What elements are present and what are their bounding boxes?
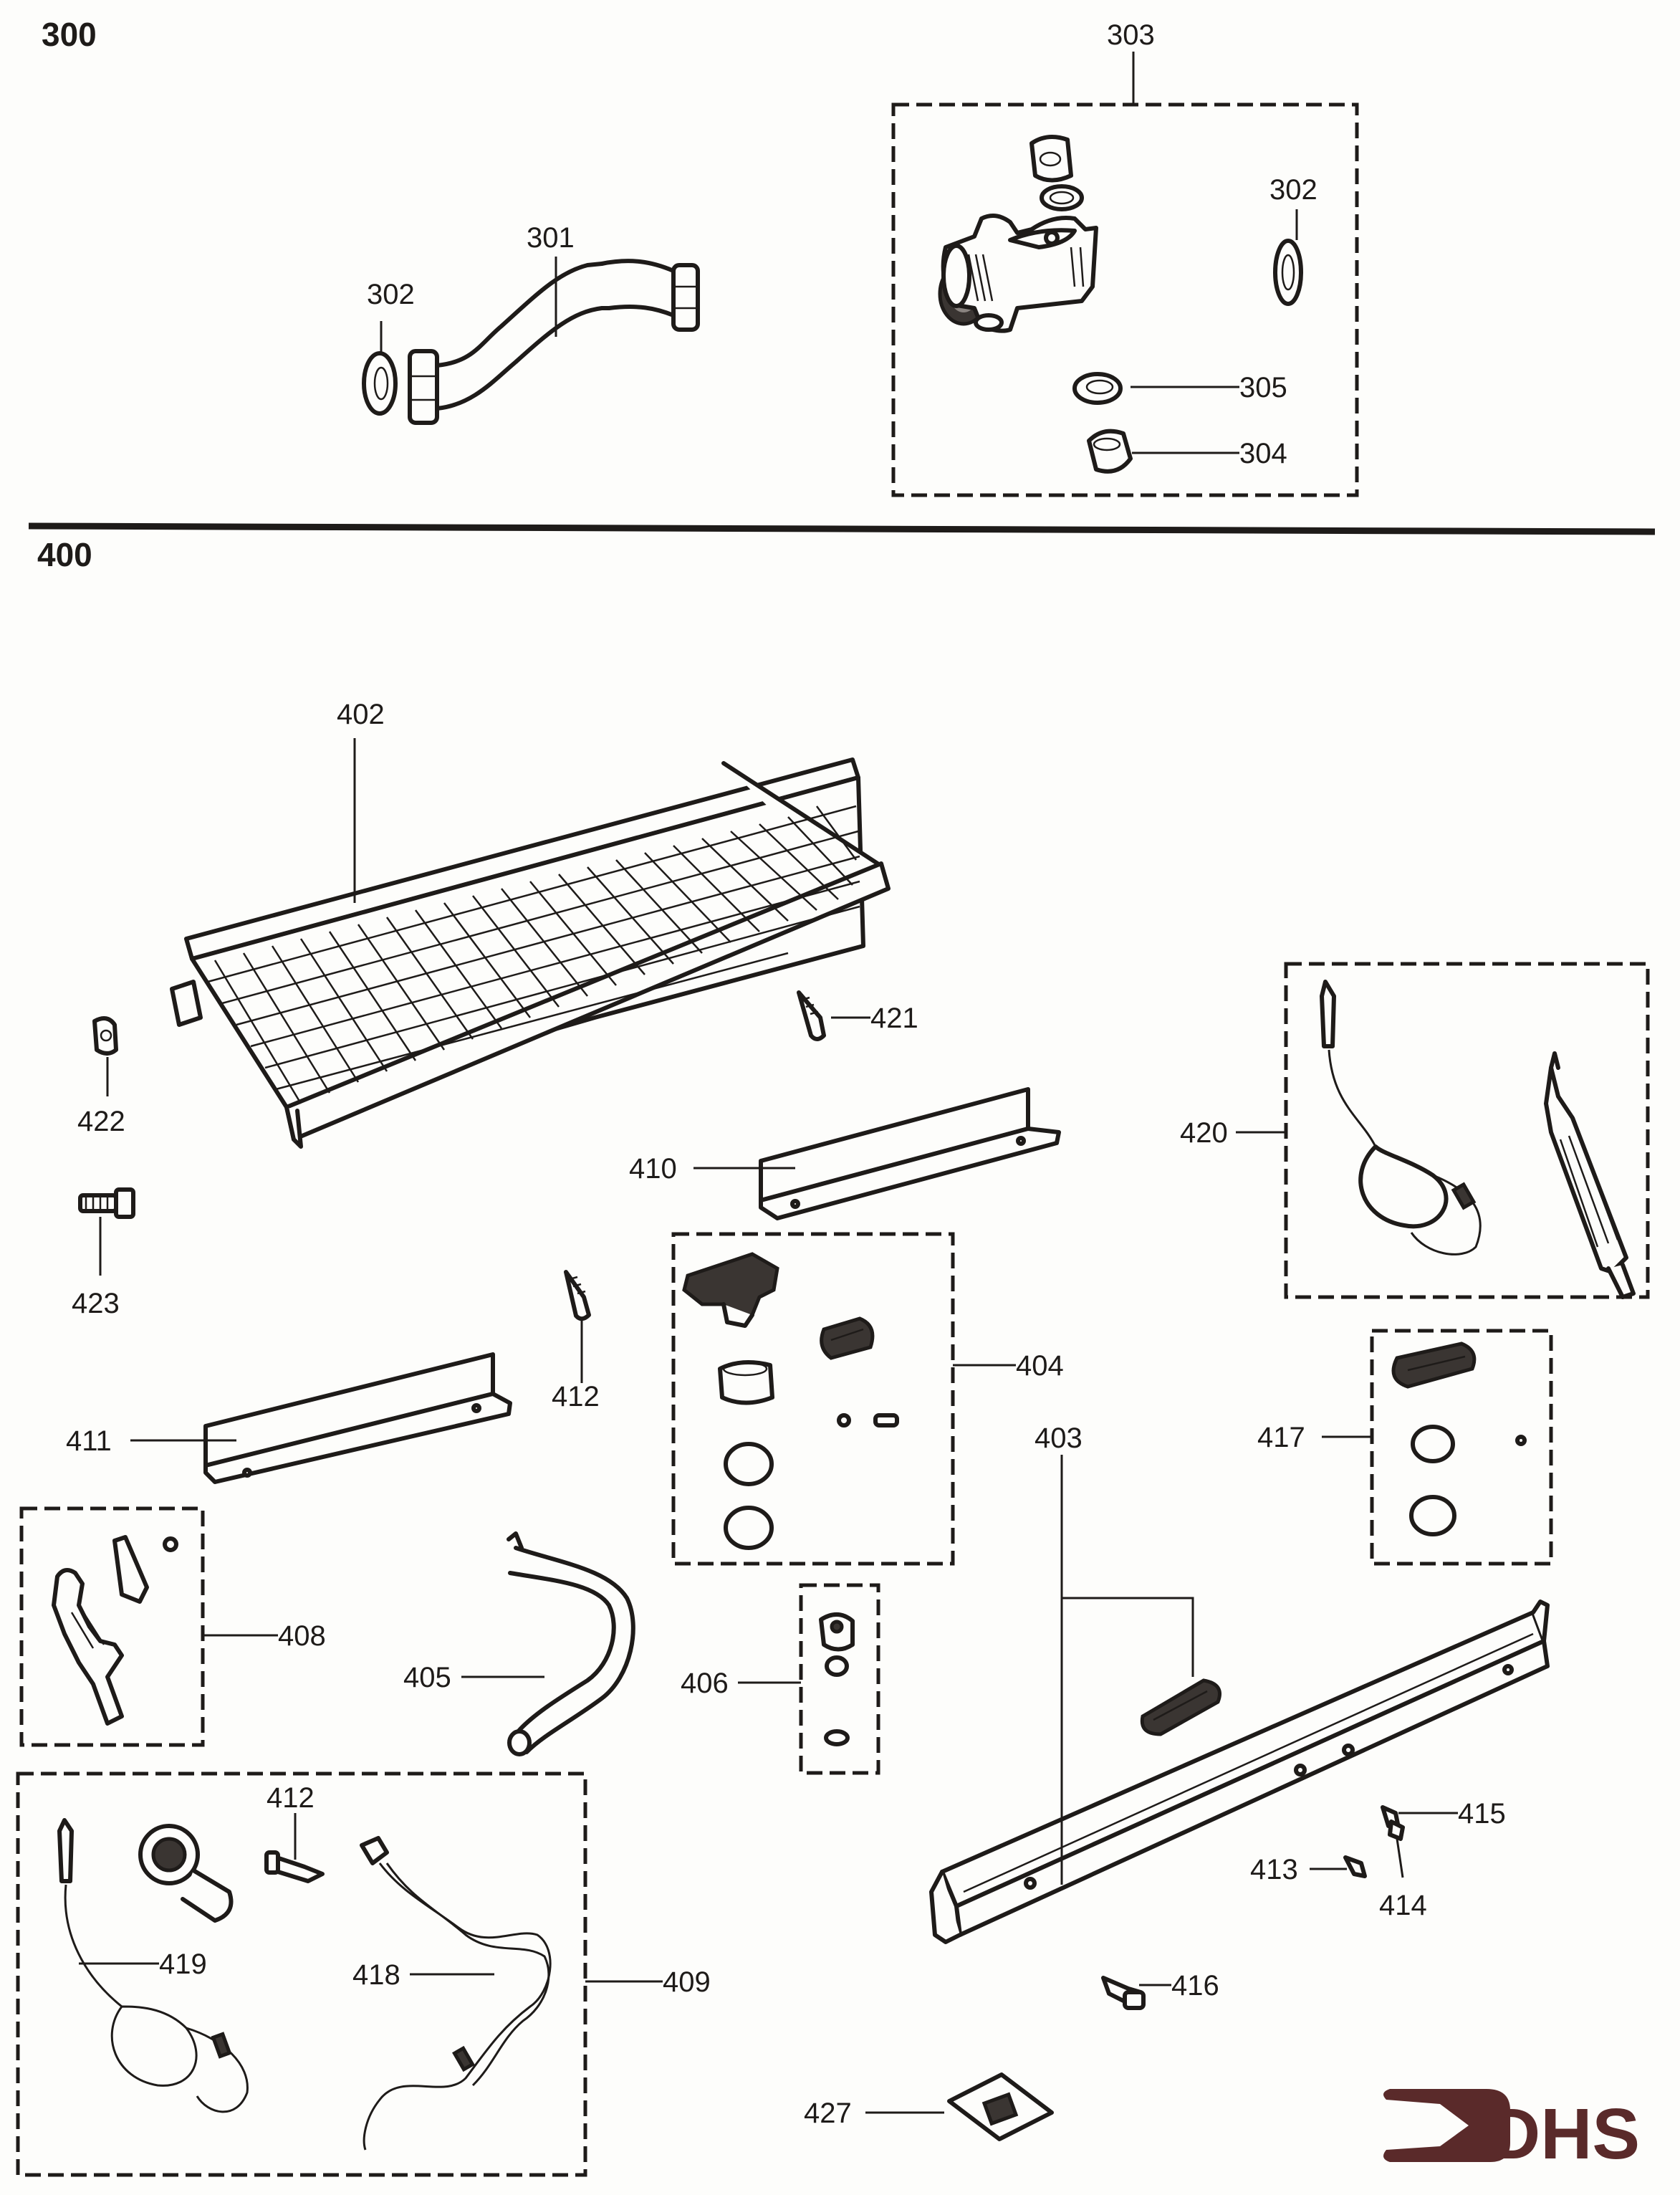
callout-302b: 302 [1269,174,1317,206]
assembly-box-420 [1284,962,1650,1299]
part-416-screw [1101,1976,1146,2010]
assembly-box-404 [671,1232,955,1566]
part-412-screw-lower [264,1850,325,1883]
part-422-clip [92,1016,118,1056]
callout-421: 421 [870,1003,918,1034]
part-405-pilot-pipe [507,1531,635,1756]
part-303-isolation-valve [938,135,1098,333]
callout-404: 404 [1016,1350,1064,1382]
callout-408: 408 [278,1620,326,1652]
callout-427: 427 [804,2098,852,2129]
callout-304: 304 [1239,438,1287,469]
callout-413: 413 [1250,1854,1298,1885]
callout-422: 422 [77,1106,125,1137]
assembly-box-303 [891,102,1359,497]
section-label-400: 400 [37,536,92,573]
part-403-gasket [1140,1678,1221,1736]
assembly-box-408 [19,1506,205,1747]
part-418-electrode-lead [360,1836,552,2151]
part-419-ignition-lead [57,1818,249,2113]
part-408-bracket-kit [52,1535,178,1726]
part-420-electrode-and-lead [1320,980,1636,1299]
part-421-screw [797,990,826,1041]
callout-402: 402 [337,699,385,730]
callout-418: 418 [352,1959,400,1991]
part-304-nut [1087,429,1133,474]
part-427-gasket [947,2072,1054,2141]
section-divider [28,522,1656,535]
callout-302a: 302 [367,279,415,310]
part-402-burner-assembly [170,757,891,1149]
part-417-seal-kit [1391,1342,1527,1536]
callout-305: 305 [1239,372,1287,403]
dhs-logo: DHS [1383,2089,1640,2174]
callout-403: 403 [1035,1422,1083,1454]
part-302-washer-left [362,351,398,416]
logo-text: DHS [1489,2094,1640,2174]
callout-406: 406 [681,1668,729,1699]
part-404-gas-connector-kit [682,1252,899,1550]
callout-412b: 412 [267,1782,315,1814]
assembly-box-409 [16,1771,587,2177]
callout-416: 416 [1171,1970,1219,2002]
callout-301: 301 [527,222,575,254]
callout-412a: 412 [552,1381,600,1412]
leader-414 [1396,1838,1404,1878]
callout-420: 420 [1180,1117,1228,1149]
callout-405: 405 [403,1662,451,1693]
part-305-washer [1072,372,1123,405]
part-413-screw [1343,1855,1367,1878]
arrow-right-icon [1383,2089,1510,2162]
part-301-connection-pipe [408,259,700,425]
part-411-bracket [203,1352,512,1484]
callout-411: 411 [66,1425,112,1457]
callout-417: 417 [1257,1422,1305,1453]
part-410-bracket [759,1087,1061,1220]
callout-414: 414 [1379,1890,1427,1921]
part-302-washer-right [1273,239,1303,306]
callout-415: 415 [1458,1798,1506,1830]
callout-423: 423 [72,1288,120,1319]
leader-403 [1060,1455,1194,1885]
callout-303: 303 [1107,19,1155,51]
callout-410: 410 [629,1153,677,1185]
part-403-burner-manifold [929,1599,1550,1944]
part-423-bolt [78,1187,135,1219]
assembly-box-406 [799,1583,880,1775]
part-409-sensor [138,1824,234,1923]
callout-419: 419 [159,1948,207,1980]
section-label-300: 300 [42,16,97,53]
part-406-injector-kit [819,1612,855,1746]
callout-409: 409 [663,1966,711,1998]
part-414-washer [1388,1819,1405,1841]
part-412-screw-upper [564,1270,591,1321]
